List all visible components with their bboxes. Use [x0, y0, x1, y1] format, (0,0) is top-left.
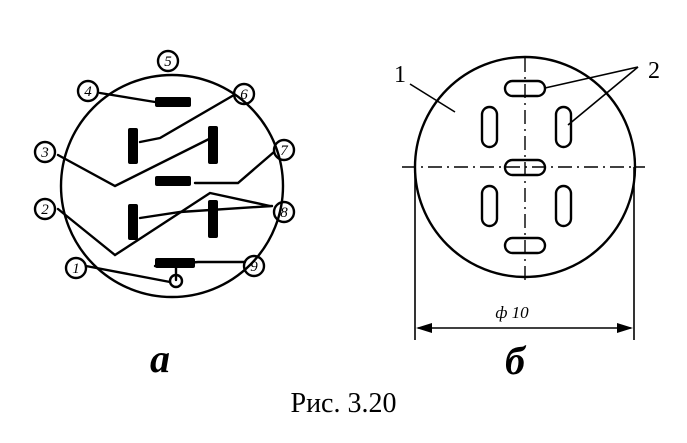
pin-label-5: 5: [164, 54, 172, 70]
grid-electrode-middle: [155, 176, 191, 186]
pin-label-9: 9: [250, 259, 258, 275]
figure-caption: Рис. 3.20: [290, 388, 397, 419]
pin6-circle: [232, 82, 256, 106]
pin-labels: 1 2 3 4 5 6 7 8 9: [40, 54, 289, 277]
pin4-circle: [76, 79, 100, 103]
cathode-ring: [168, 273, 184, 289]
dimension-arrows: [416, 323, 633, 333]
left-electrode-lower: [128, 204, 138, 240]
pin9-circle: [242, 254, 266, 278]
slot-bottom: [503, 236, 547, 255]
electrodes: [128, 97, 218, 268]
slot-lower-left: [480, 184, 499, 228]
callout-2-leader-b: [567, 66, 639, 126]
pin-label-3: 3: [40, 145, 49, 161]
pin7-circle: [272, 138, 296, 162]
pin7-lead: [193, 150, 276, 185]
diameter-label: ф 10: [495, 303, 529, 322]
panel-b-label: б: [505, 338, 527, 383]
pin1-circle: [64, 256, 88, 280]
pin4-lead: [98, 91, 157, 104]
pin-label-8: 8: [280, 205, 288, 221]
pin-label-7: 7: [280, 143, 289, 159]
slot-lower-right: [554, 184, 573, 228]
right-electrode-upper: [208, 126, 218, 164]
heater-electrode: [155, 258, 195, 268]
dimension-arrow-right: [617, 323, 633, 333]
panel-a-label: а: [150, 336, 170, 381]
pin8-lead: [138, 204, 274, 220]
dimension-arrow-left: [416, 323, 432, 333]
callout-2-label: 2: [648, 58, 660, 84]
socket-outline: [59, 73, 285, 299]
pin3-circle: [33, 140, 57, 164]
callout-1-label: 1: [394, 62, 406, 88]
callout-1-leader: [409, 83, 456, 113]
pin5-circle: [156, 49, 180, 73]
pin2-circle: [33, 197, 57, 221]
grid-electrode-top: [155, 97, 191, 107]
panel-a-diagram: [33, 49, 296, 299]
slot-upper-right: [554, 105, 573, 149]
pin8-circle: [272, 200, 296, 224]
right-electrode-lower: [208, 200, 218, 238]
pin2-lead: [56, 191, 272, 257]
pin-label-2: 2: [41, 202, 49, 218]
slot-center: [503, 158, 547, 177]
pin1-lead: [84, 264, 172, 284]
pin-label-1: 1: [72, 261, 80, 277]
pin6-lead: [138, 93, 236, 144]
pin-label-6: 6: [240, 87, 248, 103]
slot-top: [503, 79, 547, 98]
callout-2-leader-a: [544, 66, 639, 89]
panel-b-diagram: [402, 55, 645, 340]
pin3-lead: [56, 134, 217, 188]
slot-upper-left: [480, 105, 499, 149]
left-electrode-upper: [128, 128, 138, 164]
pin-label-4: 4: [84, 84, 92, 100]
